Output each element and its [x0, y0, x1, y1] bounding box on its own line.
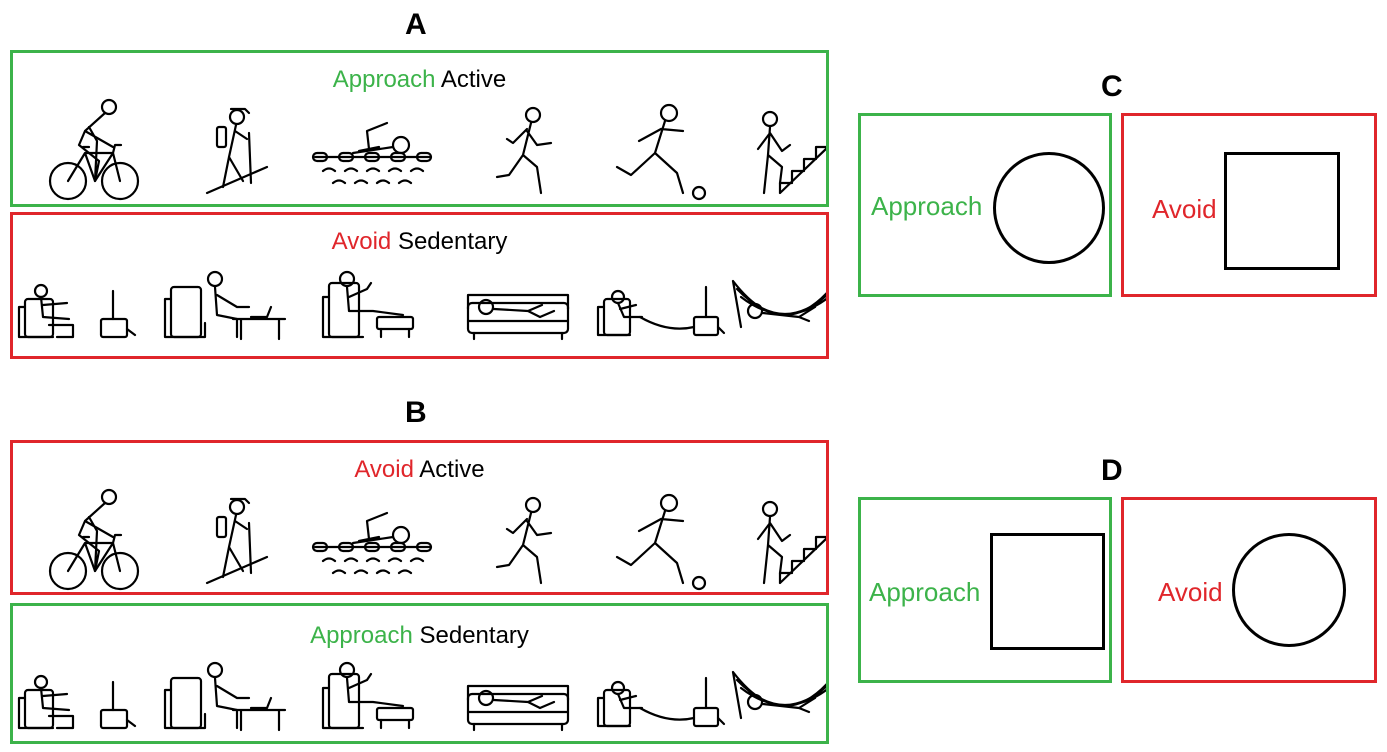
laptop-desk-icon [163, 661, 287, 732]
active-activities-strip [48, 488, 826, 591]
gaming-icon [596, 676, 726, 728]
panel-label-d: D [1101, 454, 1123, 487]
gaming-icon [596, 285, 726, 337]
tv-watching-icon [17, 283, 137, 339]
tv-watching-icon [17, 674, 137, 730]
sofa-lying-icon [466, 684, 570, 732]
avoid-sedentary-box-a: Avoid Sedentary [10, 212, 829, 359]
box-title: Avoid Active [13, 456, 826, 484]
reading-chair-icon [321, 270, 415, 339]
stair-climbing-icon [756, 500, 826, 585]
panel-label-a: A [405, 8, 427, 41]
avoid-box-d: Avoid [1121, 497, 1377, 683]
box-noun: Sedentary [397, 228, 508, 255]
cycling-icon [48, 98, 140, 201]
panel-label-b: B [405, 396, 427, 429]
swimming-icon [311, 121, 433, 185]
running-icon [495, 496, 553, 585]
box-noun: Sedentary [419, 622, 529, 649]
square-shape [1224, 152, 1340, 270]
box-verb: Avoid [331, 228, 392, 255]
hammock-icon [731, 279, 826, 329]
approach-sedentary-box-b: Approach Sedentary [10, 603, 829, 744]
sofa-lying-icon [466, 293, 570, 341]
box-verb: Approach [332, 66, 436, 93]
approach-label: Approach [871, 191, 983, 221]
sedentary-activities-strip [17, 270, 826, 341]
avoid-label: Avoid [1158, 577, 1223, 607]
box-verb: Avoid [354, 456, 414, 483]
box-verb: Approach [310, 622, 413, 649]
box-noun: Active [440, 66, 507, 93]
approach-active-box-a: Approach Active [10, 50, 829, 207]
avoid-label: Avoid [1152, 194, 1217, 224]
circle-shape [993, 152, 1105, 264]
soccer-icon [615, 103, 707, 201]
box-noun: Active [419, 456, 485, 483]
approach-box-d: Approach [858, 497, 1112, 683]
avoid-box-c: Avoid [1121, 113, 1377, 297]
hiking-icon [205, 107, 269, 195]
hammock-icon [731, 670, 826, 720]
approach-label: Approach [869, 577, 981, 607]
circle-shape [1232, 533, 1346, 647]
laptop-desk-icon [163, 270, 287, 341]
stair-climbing-icon [756, 110, 826, 195]
soccer-icon [615, 493, 707, 591]
running-icon [495, 106, 553, 195]
panel-label-c: C [1101, 70, 1123, 103]
active-activities-strip [48, 98, 826, 201]
sedentary-activities-strip [17, 661, 826, 732]
approach-box-c: Approach [858, 113, 1112, 297]
reading-chair-icon [321, 661, 415, 730]
box-title: Avoid Sedentary [13, 228, 826, 256]
avoid-active-box-b: Avoid Active [10, 440, 829, 595]
box-title: Approach Active [13, 66, 826, 94]
cycling-icon [48, 488, 140, 591]
square-shape [990, 533, 1105, 650]
hiking-icon [205, 497, 269, 585]
box-title: Approach Sedentary [13, 622, 826, 650]
swimming-icon [311, 511, 433, 575]
